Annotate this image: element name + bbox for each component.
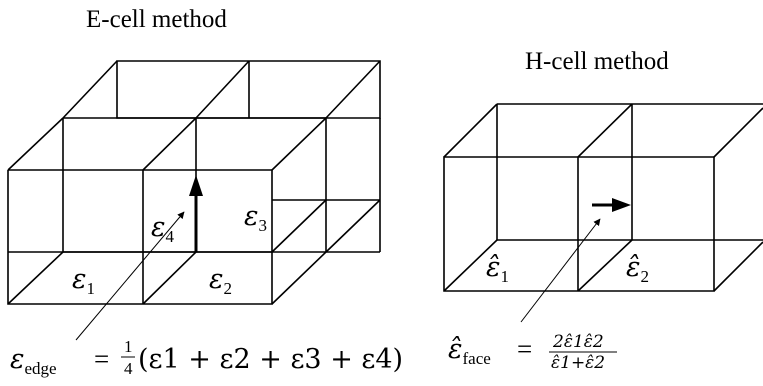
h-cell-pointer-line (520, 218, 601, 323)
eps1-label: ε1 (72, 264, 95, 298)
e-cell-edge-arrow (189, 175, 203, 252)
eps2-label: ε2 (209, 264, 232, 298)
e-cell-pointer-line (75, 211, 185, 341)
svg-text:ε̂face: ε̂face (448, 334, 491, 368)
eps4-label: ε4 (151, 212, 175, 246)
h-cell-formula: ε̂face = 2ε̂1ε̂2 ε̂1+ε̂2 (448, 332, 617, 373)
eps-hat1-label: ε̂1 (486, 252, 509, 286)
svg-text:4: 4 (124, 359, 133, 378)
h-cell-wireframe (443, 103, 763, 292)
svg-text:(ε1 + ε2 + ε3 + ε4): (ε1 + ε2 + ε3 + ε4) (138, 344, 403, 375)
svg-text:1: 1 (124, 337, 133, 356)
svg-text:=: = (94, 344, 109, 374)
svg-text:ε̂1+ε̂2: ε̂1+ε̂2 (551, 353, 605, 373)
e-cell-formula: εedge = 1 4 (ε1 + ε2 + ε3 + ε4) (10, 337, 403, 378)
e-cell-title: E-cell method (86, 6, 227, 33)
eps3-label: ε3 (244, 201, 267, 235)
svg-text:2ε̂1ε̂2: 2ε̂1ε̂2 (552, 332, 604, 352)
h-cell-face-arrow (592, 198, 631, 212)
h-cell-title: H-cell method (525, 48, 669, 75)
eps-hat2-label: ε̂2 (626, 252, 649, 286)
e-cell-wireframe (7, 60, 381, 305)
svg-text:=: = (517, 334, 532, 364)
svg-text:εedge: εedge (10, 344, 57, 378)
